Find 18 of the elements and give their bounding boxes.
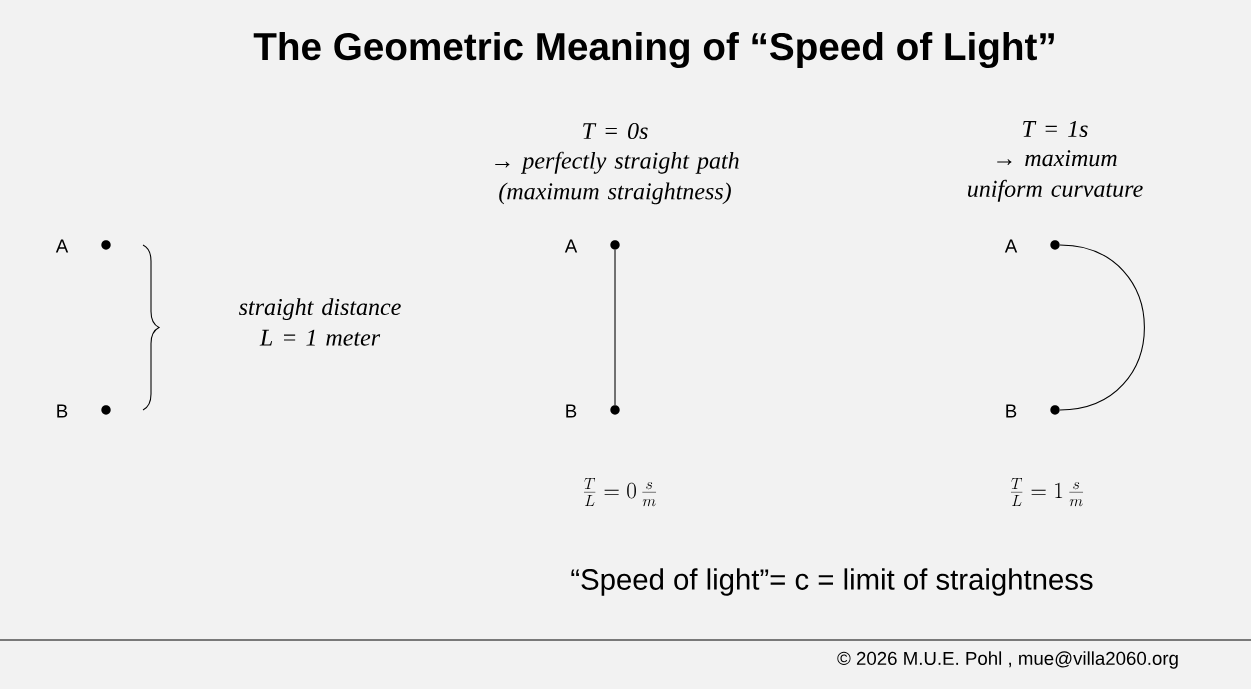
point-label: B — [566, 404, 577, 418]
description-text: → perfectly straight path (maximum straightness) — [495, 151, 739, 205]
point-label: B — [57, 404, 68, 418]
title: The Geometric Meaning of “Speed of Light” — [253, 31, 1054, 69]
point-label: A — [564, 239, 578, 253]
straight-path — [614, 249, 616, 406]
time-label: T = 0s — [583, 122, 648, 140]
point-label: A — [1004, 239, 1018, 253]
curved-path — [1059, 244, 1145, 411]
ratio-formula: $\frac{T}{L}=0\,\frac{s}{m}$ — [584, 478, 657, 507]
time-label: T = 1s — [1023, 120, 1088, 138]
point-label: B — [1006, 404, 1017, 418]
description-text: → maximum uniform curvature — [968, 150, 1143, 202]
copyright-text: © 2026 M.U.E. Pohl , mue@villa2060.org — [837, 651, 1178, 669]
ratio-formula: $\frac{T}{L}=1\,\frac{s}{m}$ — [1011, 478, 1084, 507]
distance-label: straight distance L = 1 meter — [238, 298, 401, 346]
conclusion-text: “Speed of light”= c = limit of straightness — [571, 568, 1093, 596]
point-label: A — [55, 239, 69, 253]
